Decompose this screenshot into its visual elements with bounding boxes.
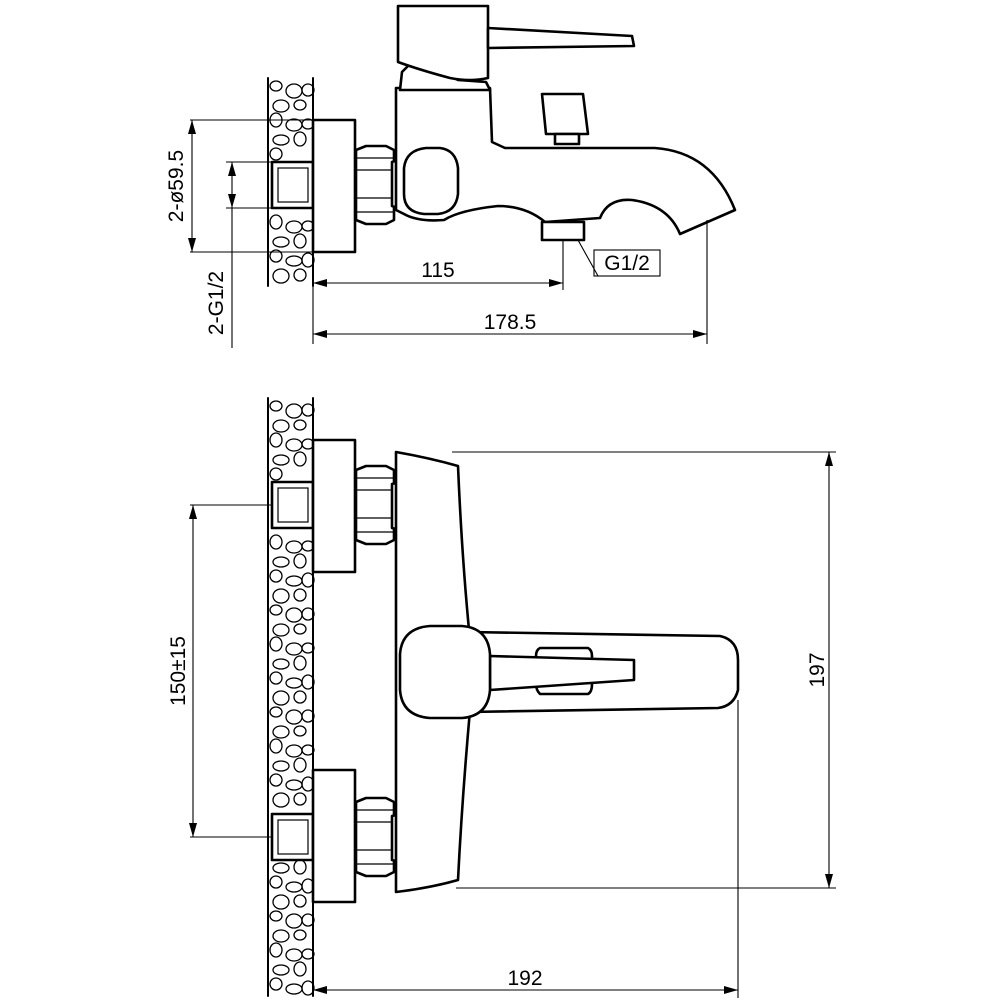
- wall-stone-pattern-bottom: [269, 400, 315, 996]
- wall-section-top: [267, 77, 315, 287]
- wall-stone-pattern-top: [269, 80, 315, 284]
- escutcheon-top: [311, 118, 357, 254]
- dimension-lines-bottom: [189, 451, 836, 998]
- dim-thread-side-label: 2-G1/2: [205, 271, 228, 335]
- diverter-button-top: [540, 92, 590, 146]
- dim-thread-outlet-label: G1/2: [604, 252, 650, 275]
- dim-178-5-label: 178.5: [484, 311, 537, 334]
- lever-handle-top: [396, 4, 636, 82]
- front-view: 150±15 197 192: [167, 397, 836, 998]
- side-view: 2-ø59.5 2-G1/2 115 G1/2 178.5: [165, 4, 737, 348]
- diverter-knob-top: [402, 146, 460, 216]
- dim-197-label: 197: [806, 652, 829, 687]
- inlet-lower: [270, 768, 402, 904]
- diverter-knob-front: [398, 624, 492, 720]
- dim-192-label: 192: [507, 967, 542, 990]
- dimension-lines-top: [188, 119, 708, 348]
- dim-diameter-label: 2-ø59.5: [165, 150, 188, 222]
- dim-150-label: 150±15: [167, 636, 190, 706]
- dim-115-label: 115: [421, 259, 454, 282]
- pipe-inlet-top: [270, 160, 315, 210]
- mixer-body-side: [394, 86, 737, 236]
- inlet-upper: [270, 438, 402, 574]
- shower-outlet-top: [540, 220, 586, 242]
- hex-nut-top: [354, 144, 396, 226]
